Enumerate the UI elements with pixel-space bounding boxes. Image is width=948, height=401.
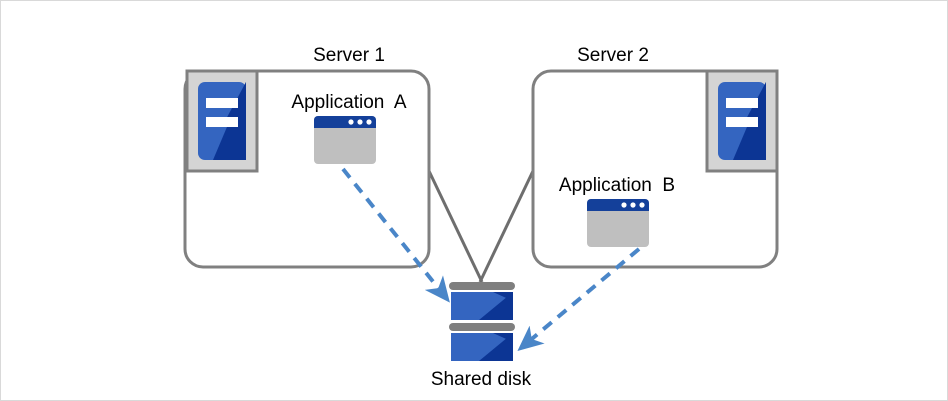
shared-disk-icon[interactable] <box>449 282 515 361</box>
connector-server1-disk <box>427 170 484 283</box>
data-flow-arrows <box>341 167 641 351</box>
server1-box[interactable] <box>183 69 431 269</box>
server2-title: Server 2 <box>577 45 649 66</box>
server1-title: Server 1 <box>313 45 385 66</box>
connector-lines <box>427 170 535 283</box>
server1-server-icon <box>185 69 259 173</box>
shared-disk-label: Shared disk <box>430 369 532 390</box>
server2-server-icon <box>705 69 779 173</box>
arrow-app-a-to-disk <box>341 167 450 303</box>
arrow-app-b-to-disk <box>517 247 641 351</box>
application-a-window-icon <box>314 116 376 164</box>
connector-server2-disk <box>478 170 535 283</box>
application-b-label: Application B <box>558 175 676 196</box>
application-a-label: Application A <box>291 92 407 113</box>
application-b-window-icon <box>587 199 649 247</box>
